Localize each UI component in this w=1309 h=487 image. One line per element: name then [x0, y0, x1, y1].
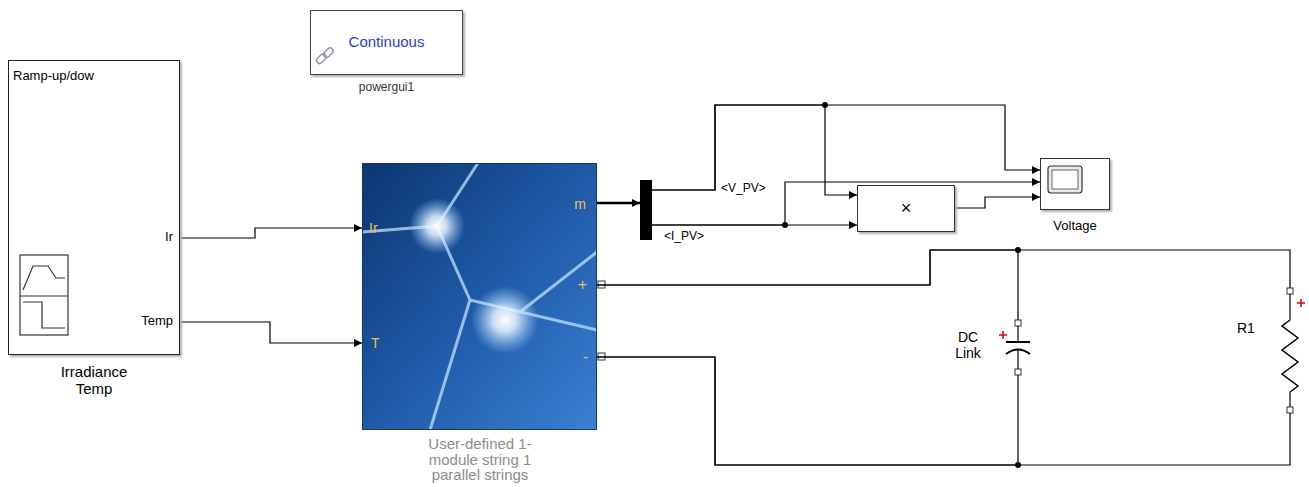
icon-frame — [20, 255, 68, 335]
lead — [1017, 350, 1018, 369]
capacitor-component: DC Link — [940, 320, 1035, 375]
zigzag — [1282, 320, 1298, 392]
port-label: T — [371, 335, 380, 351]
component-label: DC Link — [948, 329, 988, 361]
scope-icon — [1048, 166, 1082, 193]
powergui-block: Continuouspowergui1 — [310, 10, 463, 75]
block-text: Continuous — [311, 33, 462, 50]
terminal — [1015, 369, 1021, 375]
port-label: - — [583, 348, 588, 366]
resistor-component: R1 — [1235, 288, 1305, 413]
lead — [1017, 326, 1018, 342]
signal-line — [652, 105, 1040, 190]
component-label: R1 — [1237, 320, 1255, 336]
block-name: powergui1 — [311, 81, 462, 95]
scope-screen-frame — [1048, 166, 1082, 193]
signal-label: <I_PV> — [664, 230, 704, 244]
icon-divider — [20, 295, 68, 296]
pv-array-block: IrTm+-User-defined 1-module string 1 par… — [362, 163, 597, 430]
ramp-wave — [23, 266, 65, 290]
lead — [1289, 392, 1290, 407]
signal-line — [180, 322, 362, 343]
signal-line — [180, 228, 362, 238]
signal-line — [955, 197, 1040, 208]
operator-symbol: × — [858, 198, 954, 219]
scope-block: Voltage — [1040, 158, 1110, 210]
lead — [1289, 294, 1290, 320]
ramp-icon — [20, 255, 68, 335]
plate — [1006, 341, 1030, 343]
powergui-icon — [315, 47, 334, 65]
port-label: + — [578, 276, 587, 294]
terminal — [1287, 288, 1293, 294]
polarity-mark — [999, 331, 1007, 339]
signal-line — [652, 182, 1040, 225]
block-title: Ramp-up/dow — [13, 69, 94, 84]
terminal — [1015, 320, 1021, 326]
signal-label: <V_PV> — [721, 182, 766, 196]
pv-panel — [362, 163, 597, 430]
power-wire — [597, 357, 1018, 465]
step-wave — [23, 302, 65, 328]
product-block: × — [857, 185, 955, 232]
light-glow — [471, 286, 539, 354]
power-wire — [597, 250, 1290, 288]
signal-generator-block: Ramp-up/dowIrTempIrradiance Temp — [8, 60, 180, 355]
pv-terminals — [598, 281, 605, 360]
link-icon — [322, 47, 334, 59]
scope-screen — [1052, 170, 1078, 189]
resistor-symbol — [1282, 288, 1305, 413]
link-icon — [315, 53, 327, 65]
block-name: Voltage — [1041, 219, 1109, 234]
block-name: User-defined 1-module string 1 parallel … — [424, 436, 536, 483]
power-wire — [597, 357, 1290, 465]
capacitor-symbol — [999, 320, 1030, 375]
port-label: Ir — [369, 220, 378, 236]
light-glow — [409, 198, 465, 254]
port-label: Ir — [165, 230, 173, 245]
pv-panel-picture — [362, 163, 597, 430]
block-name: Irradiance Temp — [47, 363, 142, 398]
port-label: Temp — [141, 314, 173, 329]
polarity-mark — [1297, 299, 1305, 307]
bus-selector: <V_PV><I_PV> — [640, 180, 652, 240]
cell-gaps — [362, 163, 597, 430]
bus-line — [597, 202, 640, 205]
port-label: m — [574, 196, 586, 212]
terminal — [1287, 407, 1293, 413]
